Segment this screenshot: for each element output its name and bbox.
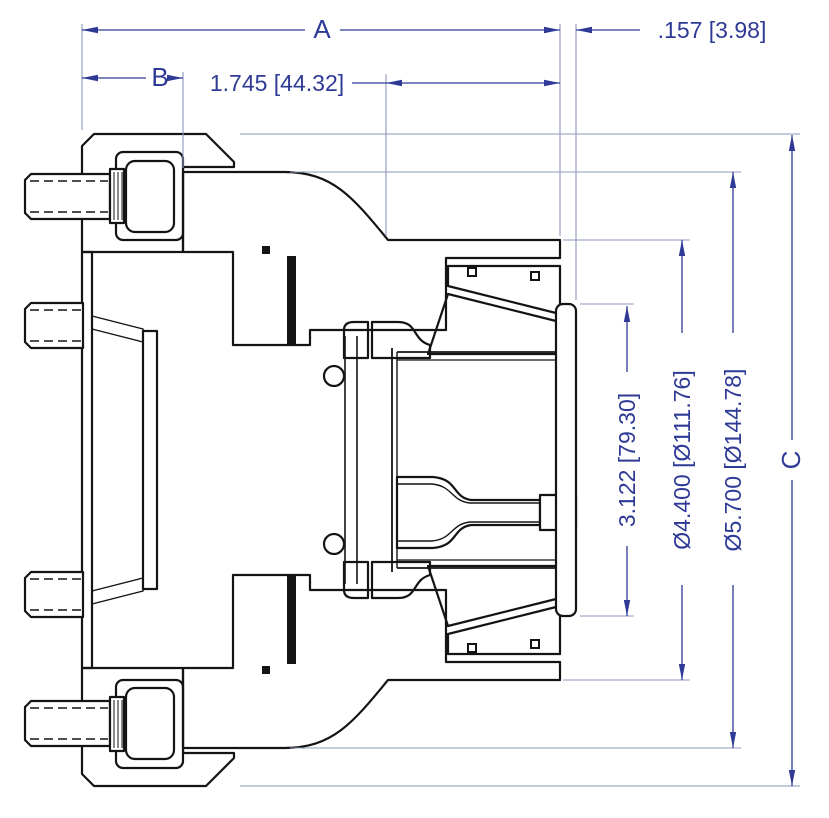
- flange-web: [80, 250, 94, 670]
- flange-cone-web-top: [91, 315, 144, 343]
- dim-text-157: .157 [3.98]: [658, 17, 767, 43]
- pilot-ring: [141, 329, 159, 591]
- nose-ring: [554, 302, 578, 618]
- cage-clip: [530, 271, 540, 281]
- bearing-cup-top: [446, 264, 562, 316]
- dim-text-4400: Ø4.400 [Ø111.76]: [669, 370, 695, 549]
- bearing-cone-bottom: [426, 564, 562, 628]
- stud-shank-mid-upper: [23, 301, 85, 350]
- flange-plate-bottom: [80, 666, 236, 788]
- bore-funnel: [395, 475, 578, 550]
- funnel-outline: [395, 475, 542, 550]
- dim-text-B: B: [151, 62, 168, 92]
- extension-lines: [81, 24, 800, 787]
- sleeve-flange-top-right: [370, 320, 432, 360]
- o-ring-top: [322, 364, 346, 388]
- body-top-half: [181, 170, 562, 347]
- flange-plate-top: [80, 132, 236, 254]
- sleeve-flange-bottom-left: [342, 560, 370, 600]
- retainer-clip-bottom: [262, 666, 270, 674]
- dimensions: A B 1.745 [44.32] .157 [3.98] 3.122 [79.…: [81, 14, 806, 787]
- dim-text-A: A: [313, 14, 331, 44]
- funnel-inner-edge: [397, 483, 540, 542]
- bearing-cone-top: [426, 292, 562, 356]
- spindle-nose: [554, 302, 578, 618]
- stud-head-bottom: [124, 686, 176, 761]
- dim-text-1745: 1.745 [44.32]: [210, 70, 344, 96]
- bearing-cup-bottom: [446, 604, 562, 656]
- flange-cone-web-bottom: [91, 577, 144, 605]
- wheel-studs: [23, 159, 176, 761]
- stud-head-top: [124, 159, 176, 234]
- retainer-clip-top: [262, 246, 270, 254]
- sleeve-flange-top-left: [342, 320, 370, 360]
- dim-text-5700: Ø5.700 [Ø144.78]: [720, 369, 746, 552]
- bearing-bottom: [426, 564, 562, 656]
- dim-text-C: C: [776, 451, 806, 470]
- spacer-sleeve: [322, 320, 432, 600]
- o-ring-bottom: [322, 532, 346, 556]
- sleeve-flange-bottom-right: [370, 560, 432, 600]
- cage-clip: [467, 643, 477, 653]
- body-bottom-half: [181, 573, 562, 750]
- cage-clip: [467, 267, 477, 277]
- stud-shank-mid-lower: [23, 570, 85, 619]
- bearing-top: [426, 264, 562, 356]
- dim-text-3122: 3.122 [79.30]: [614, 393, 640, 527]
- cage-clip: [530, 639, 540, 649]
- seal-section-top: [287, 256, 296, 344]
- hub-body: [181, 170, 562, 750]
- seal-section-bottom: [287, 576, 296, 664]
